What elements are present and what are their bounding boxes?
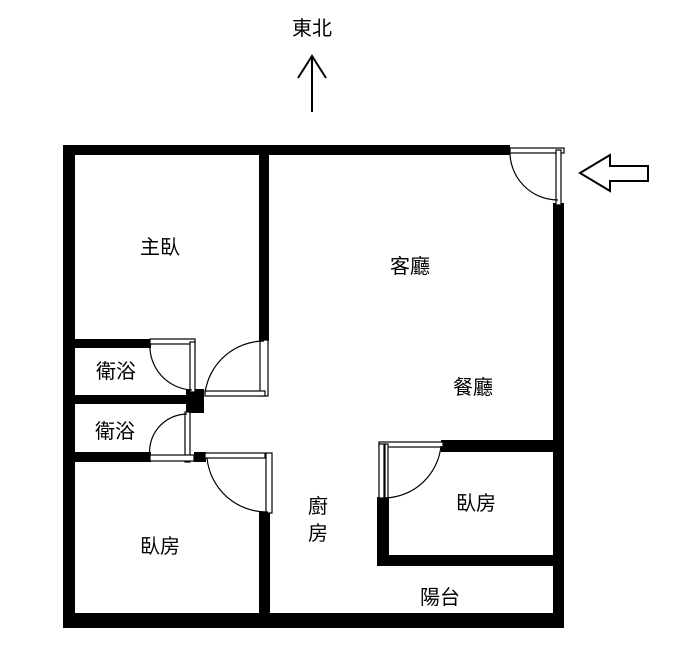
wall-bedroom-stub	[194, 452, 206, 462]
wall-master-south	[63, 339, 151, 348]
label-balcony: 陽台	[420, 585, 460, 609]
wall-bedroom1-east	[259, 512, 270, 615]
wall-master-east	[259, 155, 269, 341]
room-labels: 主臥 衛浴 衛浴 臥房 客廳 餐廳 廚 房 臥房 陽台	[95, 235, 496, 609]
label-living-room: 客廳	[390, 254, 430, 278]
label-bathroom-2: 衛浴	[95, 419, 135, 443]
label-master-bedroom: 主臥	[140, 235, 180, 259]
walls	[63, 145, 564, 628]
doors	[148, 147, 565, 514]
label-bedroom-1: 臥房	[140, 534, 180, 558]
wall-outer-top	[63, 145, 510, 155]
wall-bedroom2-west	[377, 497, 389, 566]
wall-outer-right	[553, 203, 564, 628]
wall-outer-bottom	[63, 613, 564, 628]
wall-bath1-south	[63, 395, 188, 404]
label-bathroom-1: 衛浴	[96, 359, 136, 383]
label-dining-room: 餐廳	[453, 375, 493, 399]
bathroom-2-door	[148, 411, 195, 463]
entrance-arrow-icon	[578, 153, 649, 193]
compass: 東北	[292, 16, 332, 112]
north-arrow-icon	[297, 54, 327, 112]
entrance-door	[509, 147, 565, 206]
label-kitchen-line-2: 房	[308, 521, 328, 545]
wall-bath2-south	[63, 452, 151, 462]
wall-bath-partition	[186, 389, 204, 413]
label-bedroom-2: 臥房	[456, 491, 496, 515]
wall-outer-left	[63, 145, 75, 628]
bathroom-1-door	[149, 338, 196, 393]
label-kitchen-line-1: 廚	[308, 494, 328, 518]
bedroom-1-door	[204, 452, 273, 514]
compass-label: 東北	[292, 16, 332, 40]
bedroom-2-door	[378, 441, 444, 499]
wall-bedroom2-top	[441, 440, 554, 452]
master-bedroom-door	[204, 339, 269, 397]
wall-bedroom2-bottom	[377, 555, 554, 566]
